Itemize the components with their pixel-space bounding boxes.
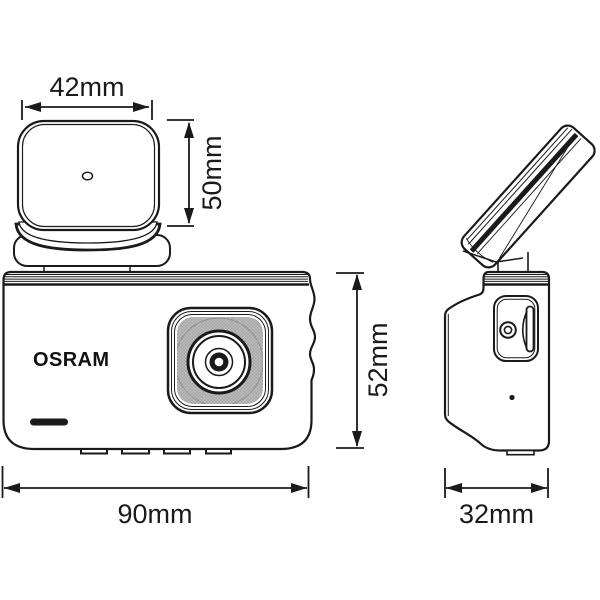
arrow-right-icon xyxy=(291,483,307,493)
dim-body-width-label: 90mm xyxy=(117,499,192,529)
mount-pad-side-face-line xyxy=(498,135,576,259)
dim-mount-width: 42mm xyxy=(21,72,153,120)
mic-hole-icon xyxy=(509,394,515,401)
release-lever-curve xyxy=(521,310,528,350)
bracket-panel xyxy=(493,295,539,362)
dim-body-width: 90mm xyxy=(1,466,310,529)
dim-body-depth-ticks xyxy=(444,468,549,498)
arrow-left-icon xyxy=(4,483,20,493)
mount-pad-side-stripe xyxy=(470,133,579,253)
dim-mount-width-ticks xyxy=(21,100,153,120)
camera-front-view: OSRAM xyxy=(2,270,317,455)
connector-tab xyxy=(121,448,150,455)
bracket-panel-inner xyxy=(496,298,536,359)
dim-body-height-label: 52mm xyxy=(363,322,393,397)
dim-body-height-ticks xyxy=(336,272,364,449)
mount-underside-edge xyxy=(462,250,524,263)
connector-tab xyxy=(163,448,191,455)
camera-side-view xyxy=(443,124,596,456)
mount-side-view xyxy=(460,124,596,269)
mount-pad-inner xyxy=(21,123,156,228)
connector-tab xyxy=(205,448,232,455)
side-top-ridge xyxy=(484,274,549,286)
mount-pad-side-edge-line xyxy=(476,138,582,254)
dim-body-height: 52mm xyxy=(336,272,393,449)
dim-mount-height-label: 50mm xyxy=(197,135,227,210)
lens-moire-rings xyxy=(177,317,263,404)
mount-pad-hole-icon xyxy=(81,171,94,181)
mount-front-view xyxy=(13,119,171,273)
led-indicator-bar xyxy=(30,418,68,426)
dim-mount-height: 50mm xyxy=(167,119,227,227)
connector-tab xyxy=(80,448,108,455)
dim-body-depth: 32mm xyxy=(444,468,549,529)
lens-assembly xyxy=(166,306,274,415)
arrow-down-icon xyxy=(184,208,194,224)
front-top-ridge xyxy=(4,274,309,286)
osram-logo: OSRAM xyxy=(33,349,109,371)
arrow-down-icon xyxy=(352,431,362,447)
mount-pad-side-endcap xyxy=(465,238,494,263)
mount-pad-side-lines xyxy=(466,127,573,245)
screw-center-icon xyxy=(503,325,513,335)
arrow-up-icon xyxy=(184,122,194,138)
dim-mount-height-ticks xyxy=(167,119,194,227)
arrow-right-icon xyxy=(531,483,547,493)
dim-body-width-ticks xyxy=(1,466,310,498)
lens-pupil-center xyxy=(214,357,224,367)
arrow-left-icon xyxy=(25,102,41,112)
dim-mount-width-label: 42mm xyxy=(49,72,124,102)
lens-bezel-ring-1 xyxy=(171,311,269,410)
arrow-up-icon xyxy=(352,274,362,290)
mount-pad-side-body xyxy=(460,124,596,269)
bottom-connector-tabs xyxy=(80,448,232,455)
lens-bezel-ring-2 xyxy=(174,314,266,407)
dim-body-depth-label: 32mm xyxy=(459,499,534,529)
arrow-left-icon xyxy=(446,483,462,493)
side-bottom-foot xyxy=(506,449,535,456)
release-lever xyxy=(525,305,535,353)
arrow-right-icon xyxy=(133,102,149,112)
